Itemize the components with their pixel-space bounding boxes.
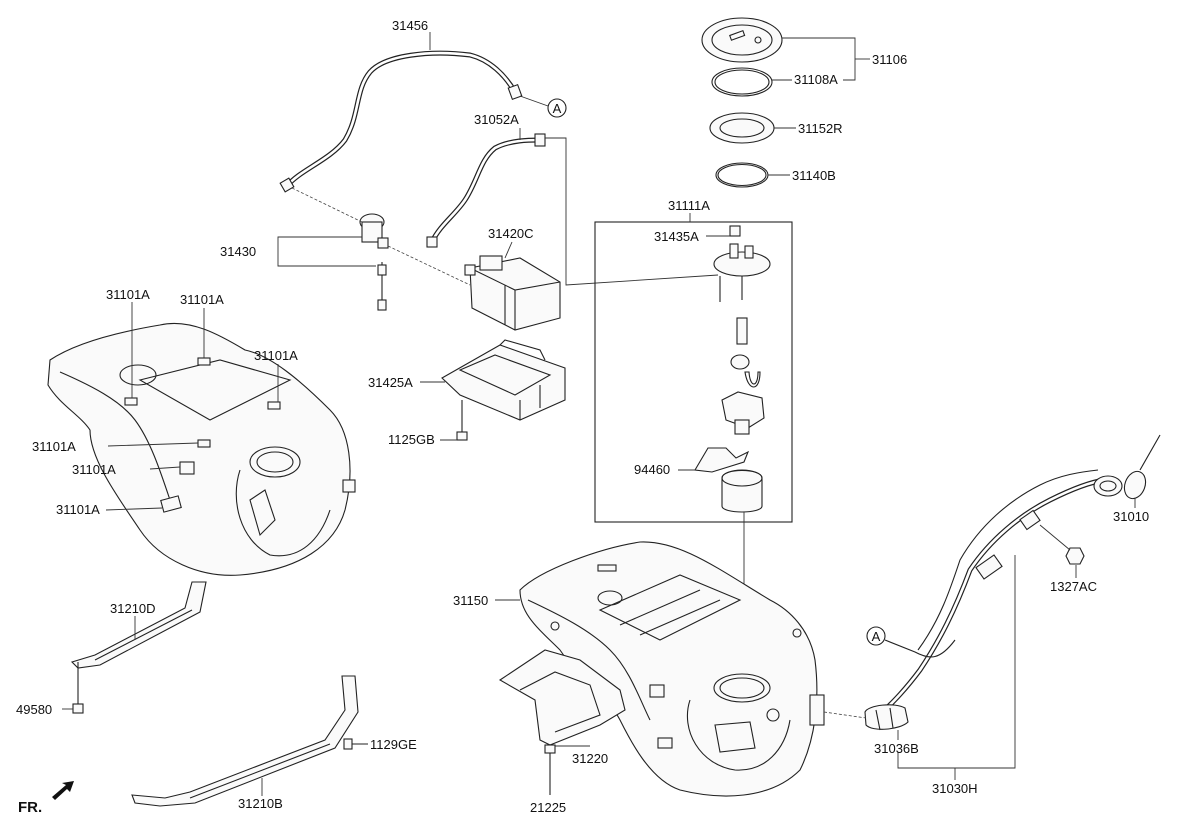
part-label-31425a: 31425A xyxy=(368,375,413,390)
part-label-31010: 31010 xyxy=(1113,509,1149,524)
fuel-tank-insulator-view xyxy=(47,322,356,576)
part-label-94460: 94460 xyxy=(634,462,670,477)
bolt-49580 xyxy=(72,662,84,714)
vapor-hose-31456 xyxy=(279,50,523,193)
part-label-31210d: 31210D xyxy=(110,601,156,616)
part-label-31150: 31150 xyxy=(453,593,488,608)
front-direction-label: FR. xyxy=(18,799,42,816)
part-label-1125gb: 1125GB xyxy=(388,432,435,447)
front-direction-arrow xyxy=(52,781,74,800)
part-label-1129ge: 1129GE xyxy=(370,737,417,752)
leader-31430 xyxy=(277,236,376,267)
part-label-31030h: 31030H xyxy=(932,781,978,796)
heat-shield-31220 xyxy=(498,649,626,746)
connection-marker-a-right xyxy=(866,626,886,646)
part-label-31210b: 31210B xyxy=(238,796,283,811)
part-label-31140b: 31140B xyxy=(792,168,836,183)
part-label-31101a-5: 31101A xyxy=(72,462,116,477)
tank-strap-31210d xyxy=(70,581,207,669)
part-label-31456: 31456 xyxy=(392,18,428,33)
leader-31052a xyxy=(545,137,719,286)
part-label-31101a-4: 31101A xyxy=(32,439,76,454)
leader-31030h xyxy=(897,555,1016,769)
filler-neck-31030h xyxy=(877,469,1123,718)
part-label-31108a: 31108A xyxy=(794,72,838,87)
part-label-31106: 31106 xyxy=(872,52,907,67)
part-label-31101a-3: 31101A xyxy=(254,348,298,363)
cover-gasket-31108a xyxy=(711,67,773,97)
canister-31420c xyxy=(464,255,561,331)
bolt-1125gb xyxy=(456,400,468,441)
part-label-31420c: 31420C xyxy=(488,226,534,241)
part-label-31036b: 31036B xyxy=(874,741,919,756)
breather-tube xyxy=(884,639,956,658)
lock-ring-31152r xyxy=(709,112,775,144)
oring-31140b xyxy=(715,162,769,188)
part-label-31101a-1: 31101A xyxy=(106,287,150,302)
fuel-cap-31010 xyxy=(1123,434,1161,500)
part-label-31435a: 31435A xyxy=(654,229,699,244)
bolt-21225 xyxy=(544,744,556,795)
part-label-1327ac: 1327AC xyxy=(1050,579,1097,594)
canister-bracket-31425a xyxy=(441,339,566,421)
fuel-tank-31150 xyxy=(519,541,825,797)
purge-control-valve-31430 xyxy=(359,213,389,311)
part-label-31152r: 31152R xyxy=(798,121,843,136)
tank-strap-31210b xyxy=(131,675,359,807)
fuel-pump-assembly-box xyxy=(594,221,793,523)
marker-a-top-label: A xyxy=(553,101,562,116)
bolt-1129ge xyxy=(343,738,368,750)
part-label-31220: 31220 xyxy=(572,751,608,766)
part-label-49580: 49580 xyxy=(16,702,52,717)
part-label-31111a: 31111A xyxy=(668,198,710,213)
filler-hose-31036b xyxy=(864,704,909,731)
pump-cover-plate-31106 xyxy=(701,17,783,63)
nut-1327ac xyxy=(1065,547,1085,565)
vapor-hose-31052a xyxy=(426,133,546,248)
part-label-31052a: 31052A xyxy=(474,112,519,127)
fuel-pump-module xyxy=(694,225,771,513)
part-label-31101a-6: 31101A xyxy=(56,502,100,517)
marker-a-right-label: A xyxy=(872,629,881,644)
part-label-31101a-2: 31101A xyxy=(180,292,224,307)
part-label-31430: 31430 xyxy=(220,244,256,259)
part-label-21225: 21225 xyxy=(530,800,566,815)
connection-marker-a-top xyxy=(547,98,567,118)
